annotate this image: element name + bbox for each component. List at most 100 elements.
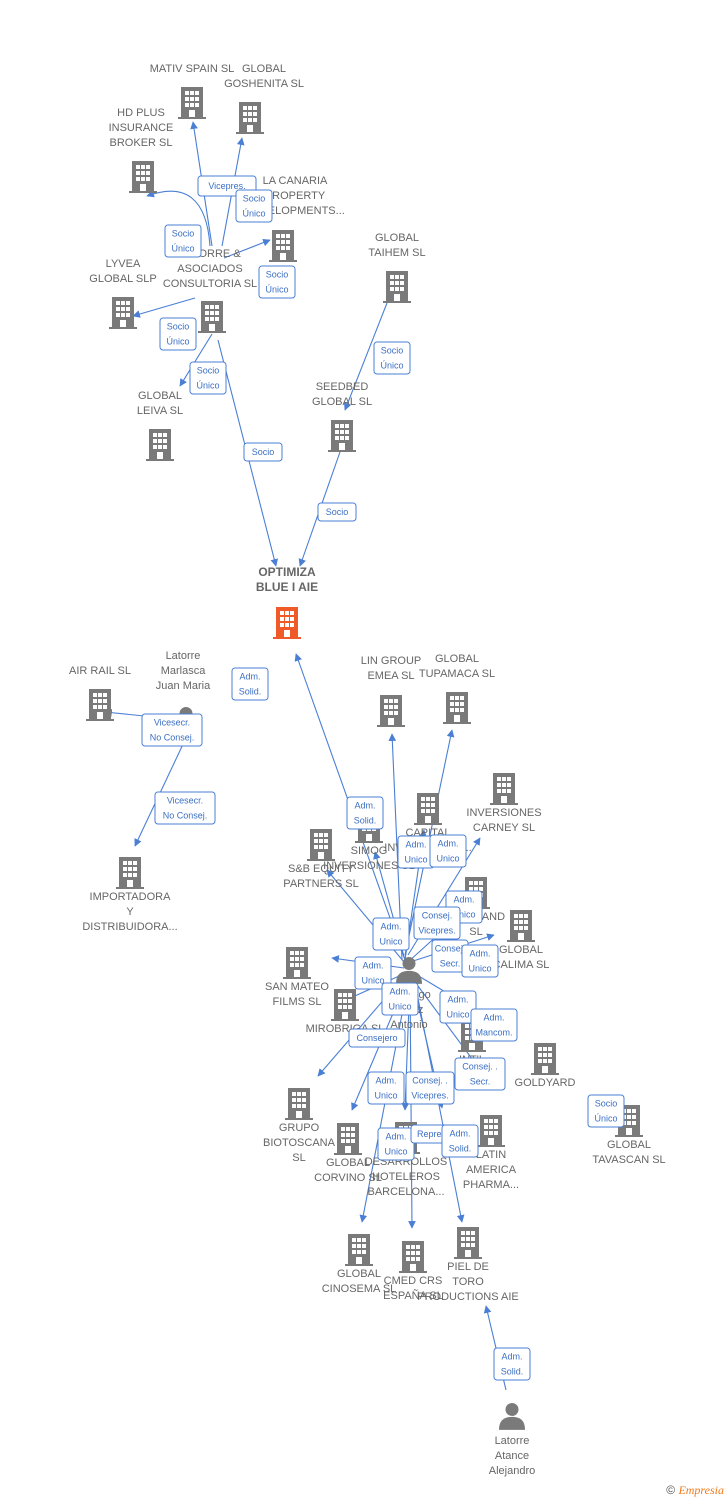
building-icon xyxy=(477,1115,505,1147)
relation-r11[interactable]: Vicesecr.No Consej. xyxy=(141,713,203,747)
relation-label: Adm. xyxy=(449,1129,470,1139)
building-icon xyxy=(273,607,301,639)
relation-label: Vicesecr. xyxy=(167,796,203,806)
relation-label: Adm. xyxy=(405,840,426,850)
relation-r9[interactable]: Socio xyxy=(317,502,357,522)
relation-r27[interactable]: Adm.Unico xyxy=(367,1071,405,1105)
relation-label: Socio xyxy=(167,322,190,332)
relation-r15[interactable]: Adm.Unico xyxy=(429,834,467,868)
relation-r26[interactable]: Consej. .Secr. xyxy=(454,1057,506,1091)
relation-r12[interactable]: Vicesecr. No Consej. xyxy=(154,791,216,825)
relation-label: Adm. xyxy=(354,801,375,811)
relation-box xyxy=(587,1094,625,1128)
relation-r21[interactable]: Adm.Unico xyxy=(354,956,392,990)
relation-r13[interactable]: Adm.Solid. xyxy=(346,796,384,830)
relation-r10[interactable]: Adm.Solid. xyxy=(231,667,269,701)
relation-label: Consejero xyxy=(356,1033,397,1043)
relation-r30[interactable]: Adm.Unico xyxy=(377,1127,415,1161)
relation-box xyxy=(372,917,410,951)
relation-r18[interactable]: Adm.Unico xyxy=(372,917,410,951)
relation-r24[interactable]: Adm.Mancom. xyxy=(470,1008,518,1042)
relation-label: Adm. xyxy=(437,839,458,849)
edge-4 xyxy=(223,238,271,259)
building-icon xyxy=(531,1043,559,1075)
relation-r8[interactable]: Socio xyxy=(243,442,283,462)
relation-label: Vicesecr. xyxy=(154,718,190,728)
building-icon xyxy=(285,1088,313,1120)
node-airrail[interactable]: AIR RAIL SL xyxy=(69,665,131,721)
relation-r20[interactable]: Adm.Unico xyxy=(461,944,499,978)
relation-label: Socio xyxy=(243,194,266,204)
relation-label: Represent. xyxy=(417,1129,461,1139)
relation-box xyxy=(141,713,203,747)
building-icon xyxy=(178,87,206,119)
relation-r17[interactable]: Consej.Vicepres. xyxy=(413,906,461,940)
building-icon xyxy=(307,829,335,861)
relation-label: Adm. xyxy=(362,961,383,971)
relation-r23[interactable]: Adm.Unico xyxy=(439,990,477,1024)
relation-label: No Consej. xyxy=(163,811,208,821)
relation-box xyxy=(159,317,197,351)
relation-box xyxy=(354,956,392,990)
relation-r32[interactable]: Adm.Solid. xyxy=(441,1124,479,1158)
building-icon xyxy=(454,1227,482,1259)
building-icon xyxy=(414,793,442,825)
relation-r33[interactable]: Adm.Solid. xyxy=(493,1347,531,1381)
relation-r22[interactable]: Adm.Unico xyxy=(381,982,419,1016)
relation-label: Socio xyxy=(266,270,289,280)
relation-label: Único xyxy=(265,285,288,295)
building-icon xyxy=(129,161,157,193)
relation-box xyxy=(164,224,202,258)
relation-r14[interactable]: Adm.Unico xyxy=(397,835,435,869)
relation-label: Consej. . xyxy=(462,1062,498,1072)
relation-box xyxy=(461,944,499,978)
node-label: AIR RAIL SL xyxy=(69,665,131,677)
brand-logo[interactable]: Empresia xyxy=(678,1483,724,1497)
relation-r28[interactable]: Consej. .Vicepres. xyxy=(405,1071,455,1105)
node-goldyard[interactable]: GOLDYARD xyxy=(515,1043,576,1089)
relation-box xyxy=(243,442,283,462)
relation-r25[interactable]: Consejero xyxy=(348,1028,406,1048)
relation-box xyxy=(493,1347,531,1381)
node-mativ[interactable]: MATIV SPAIN SL xyxy=(150,63,235,119)
relation-label: Socio xyxy=(252,447,275,457)
